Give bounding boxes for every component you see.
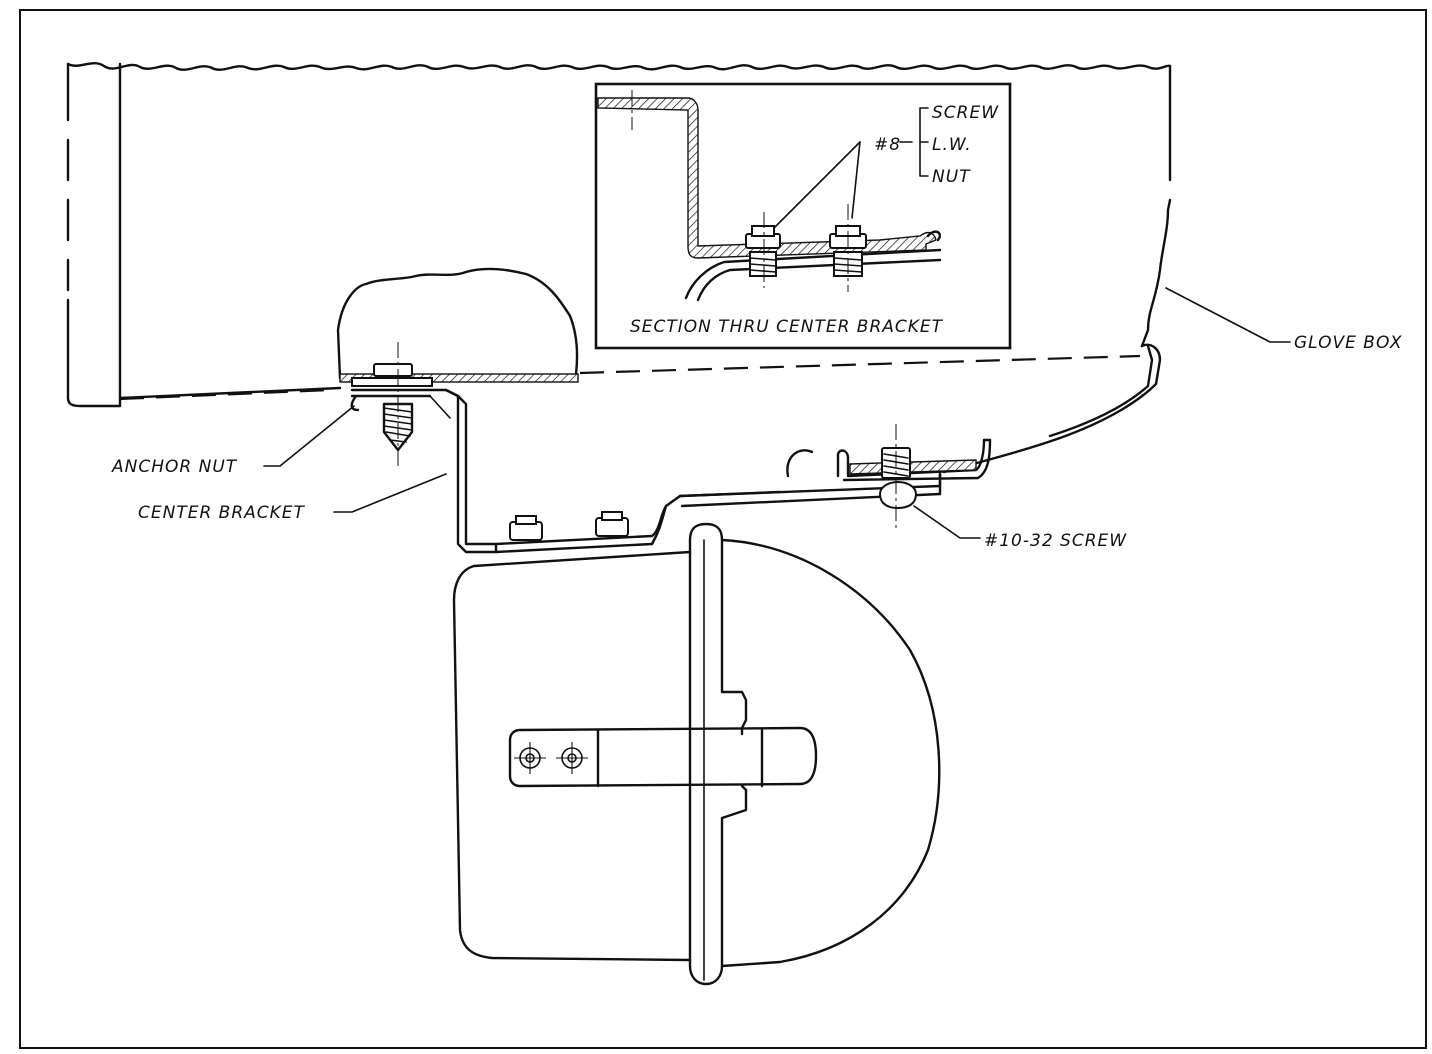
section-inset: #8 SCREW L.W. NUT SECTION THRU CENTER BR… <box>594 82 1012 350</box>
center-bracket <box>444 388 992 554</box>
glove-box-outline <box>66 61 1172 474</box>
fastener-nut-label: NUT <box>932 167 971 187</box>
fastener-screw-label: SCREW <box>932 103 999 123</box>
callout-leaders <box>263 287 1291 539</box>
lower-housing <box>452 522 941 986</box>
fastener-lw-label: L.W. <box>932 135 972 155</box>
center-bracket-label: CENTER BRACKET <box>138 503 306 523</box>
glove-box-label: GLOVE BOX <box>1294 333 1403 353</box>
anchor-screw <box>350 342 460 470</box>
screw-10-32-label: #10-32 SCREW <box>984 531 1127 551</box>
fastener-size-label: #8 <box>874 135 901 155</box>
drawing-border <box>19 9 1427 1049</box>
mounting-boss <box>336 267 579 383</box>
section-title: SECTION THRU CENTER BRACKET <box>630 317 944 337</box>
anchor-nut-label: ANCHOR NUT <box>111 457 238 477</box>
